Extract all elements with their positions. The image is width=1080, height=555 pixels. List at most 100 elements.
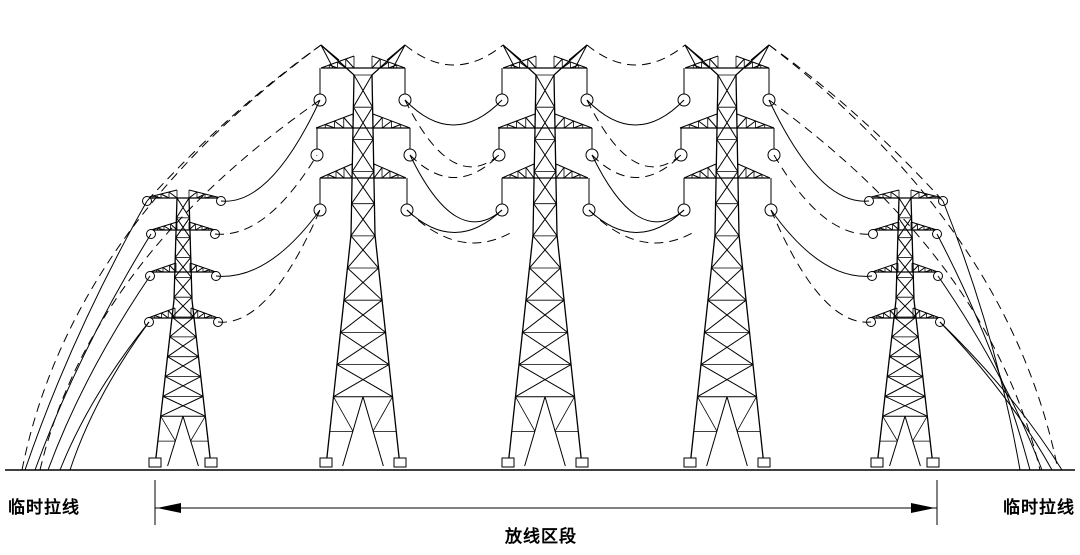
tower-foundation <box>757 457 771 468</box>
lattice-member <box>532 235 561 269</box>
lattice-member <box>162 267 170 273</box>
lattice-member <box>715 171 739 204</box>
leg-brace <box>333 396 354 432</box>
lattice-member <box>340 331 390 365</box>
lattice-member <box>533 171 557 204</box>
lattice-member <box>320 44 340 61</box>
temporary-guy-wire <box>47 275 151 471</box>
lattice-member <box>173 277 192 298</box>
lattice-member <box>519 61 529 69</box>
conductor <box>220 99 321 202</box>
lattice-member <box>188 223 196 231</box>
leg-brace <box>160 415 176 442</box>
lattice-member <box>516 120 527 129</box>
lattice-member <box>325 124 335 129</box>
lattice-member <box>529 267 565 301</box>
lattice-member <box>910 223 918 231</box>
temporary-guy-wire <box>69 321 150 471</box>
lattice-member <box>896 257 914 278</box>
conductor <box>404 99 503 126</box>
lattice-member <box>160 395 204 417</box>
lattice-member <box>891 264 899 273</box>
tower-leg <box>325 234 352 467</box>
conductor <box>588 209 695 244</box>
lattice-member <box>750 44 770 61</box>
lattice-member <box>351 203 376 237</box>
lattice-member <box>737 167 747 179</box>
temporary-guy-wire <box>942 200 1021 471</box>
lattice-member <box>388 64 397 69</box>
lattice-member <box>352 74 373 108</box>
lattice-member <box>170 223 178 231</box>
lattice-member <box>169 336 199 358</box>
lattice-member <box>568 44 588 61</box>
lattice-member <box>745 120 756 129</box>
lattice-member <box>197 312 205 319</box>
lattice-member <box>334 120 345 129</box>
lattice-member <box>534 106 556 140</box>
lattice-member <box>190 310 199 319</box>
lattice-member <box>570 64 579 69</box>
temporary-guy-wire <box>939 321 1063 471</box>
lattice-member <box>204 195 214 199</box>
temporary-guy-wire <box>768 44 1059 471</box>
lattice-member <box>174 257 192 278</box>
lattice-member <box>507 124 517 129</box>
tower-foundation <box>870 457 884 468</box>
conductor <box>773 154 874 235</box>
lattice-member <box>745 170 755 179</box>
lattice-member <box>752 64 761 69</box>
lattice-member <box>515 364 572 398</box>
lattice-member <box>889 310 898 319</box>
lattice-member <box>350 235 379 269</box>
lattice-member <box>700 364 757 398</box>
earth-wire <box>768 44 944 202</box>
lattice-member <box>926 315 934 319</box>
lattice-member <box>911 264 919 273</box>
lattice-member <box>337 61 347 69</box>
lattice-member <box>735 58 745 69</box>
lattice-member <box>156 269 164 273</box>
temporary-guy-wire <box>24 200 148 471</box>
lattice-member <box>386 44 406 61</box>
lattice-member <box>553 58 563 69</box>
lattice-member <box>704 299 747 333</box>
lattice-member <box>162 376 201 397</box>
lattice-member <box>717 74 738 108</box>
lattice-member <box>171 316 197 338</box>
conductor <box>215 209 321 277</box>
lattice-member <box>381 120 392 129</box>
leg-brace <box>912 415 928 442</box>
dimension-arrow-right <box>911 503 935 513</box>
lattice-member <box>518 364 575 398</box>
lattice-member <box>343 167 353 179</box>
tower-foundation <box>204 457 218 468</box>
lattice-member <box>917 225 925 231</box>
earth-wire <box>146 44 322 202</box>
lattice-member <box>891 316 917 338</box>
lattice-member <box>174 237 191 258</box>
lattice-member <box>711 235 740 269</box>
lattice-member <box>389 174 399 179</box>
lattice-member <box>163 225 171 231</box>
lattice-member <box>755 124 765 129</box>
tower-leg <box>553 74 558 236</box>
conductor <box>770 209 872 323</box>
conductor <box>404 99 500 168</box>
tower-leg <box>507 234 534 467</box>
leg-brace <box>190 415 206 442</box>
lattice-member <box>189 264 197 273</box>
lattice-member <box>882 193 892 199</box>
tower-foundation <box>683 457 697 468</box>
temporary-guy-wire <box>937 275 1043 471</box>
lattice-member <box>201 227 209 231</box>
leg-brace <box>882 415 898 442</box>
tower-leg <box>371 74 376 236</box>
temporary-guy-wire <box>34 233 152 471</box>
tower-leg <box>173 197 178 301</box>
lattice-member <box>336 331 386 365</box>
tower-leg <box>532 74 537 236</box>
lattice-member <box>563 120 574 129</box>
lattice-member <box>534 74 555 108</box>
lattice-member <box>716 106 738 140</box>
